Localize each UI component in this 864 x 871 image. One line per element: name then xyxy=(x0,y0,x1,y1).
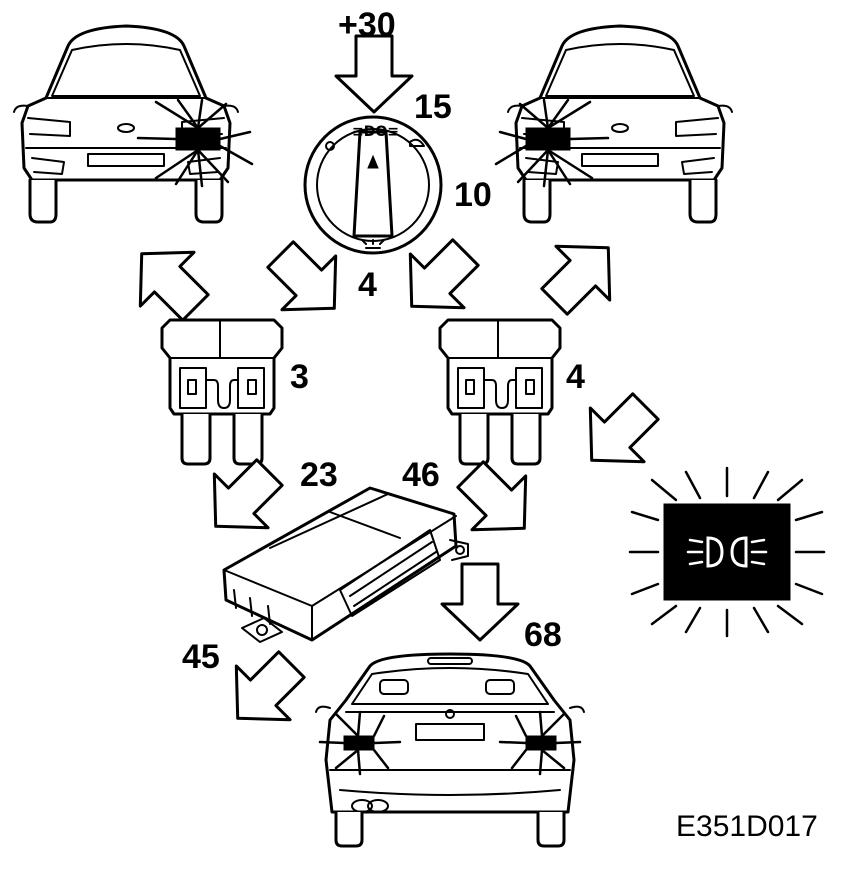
label-module-23: 23 xyxy=(300,456,338,494)
label-module-45: 45 xyxy=(182,638,220,676)
arrow-icon xyxy=(209,636,320,747)
fuse-icon xyxy=(438,318,562,466)
front-car-left-icon xyxy=(12,24,254,224)
label-fuse-3: 3 xyxy=(290,358,309,396)
control-module-icon xyxy=(222,486,469,643)
arrow-icon xyxy=(440,562,520,642)
figure-id: E351D017 xyxy=(676,810,818,843)
arrow-icon xyxy=(113,225,224,336)
label-module-46: 46 xyxy=(402,456,440,494)
label-switch-15: 15 xyxy=(414,88,452,126)
label-switch-10: 10 xyxy=(454,176,492,214)
front-car-right-icon xyxy=(494,24,734,224)
label-fuse-4: 4 xyxy=(566,358,585,396)
fuse-icon xyxy=(160,318,284,466)
arrow-icon xyxy=(526,219,637,330)
label-switch-4: 4 xyxy=(358,266,377,304)
label-supply-30: +30 xyxy=(338,6,396,44)
light-switch-icon: ≡DO≡ xyxy=(303,115,443,255)
svg-text:≡DO≡: ≡DO≡ xyxy=(352,124,399,140)
label-module-68: 68 xyxy=(524,616,562,654)
rear-car-icon xyxy=(315,652,585,848)
supply-arrow-icon xyxy=(334,34,414,114)
headlamp-indicator-icon xyxy=(628,466,826,638)
